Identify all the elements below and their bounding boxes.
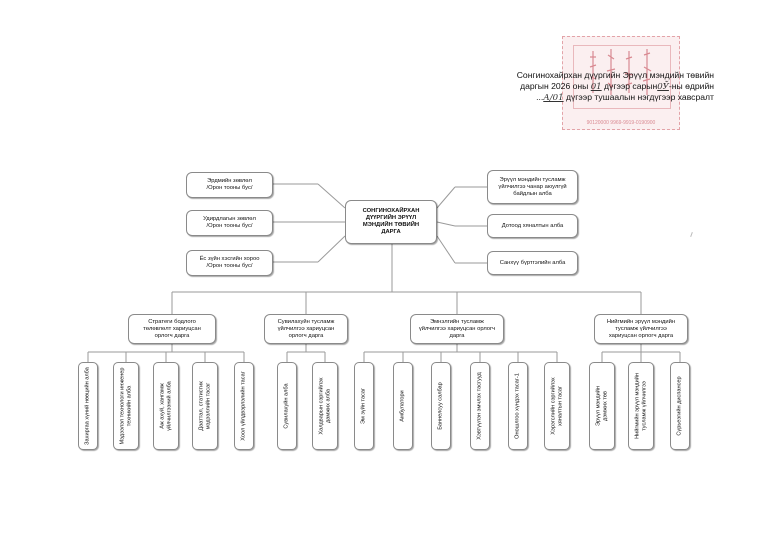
unit-label: Сувилахуйн алба xyxy=(283,383,290,429)
unit-label: Баннелсуу салбар xyxy=(437,382,444,430)
unit-label: Дааттал, статистик xyxy=(198,381,205,431)
box-line: үйлчилгээ чанар аюулгүй xyxy=(498,183,567,190)
unit-box: Хэвтүүлэн эмчлэх тасгууд xyxy=(470,362,490,450)
approval-text: дүгээр тушаалын нэгдүгээр хавсралт xyxy=(563,92,714,103)
approval-text: дүгээр сарын xyxy=(604,80,658,91)
box-line: Санхүү бүртгэлийн алба xyxy=(499,259,566,266)
handwritten-order-number: А/01 xyxy=(543,93,564,104)
box-line: байдлын алба xyxy=(513,190,552,197)
unit-label: хяналтын тасаг xyxy=(557,385,563,427)
stamp-frame xyxy=(573,45,671,109)
unit-label: дэмжих төв xyxy=(602,391,608,421)
approval-text: -ны өдрийн xyxy=(668,80,714,91)
unit-label: Захиргаа хүний нөөцийн алба xyxy=(84,367,91,445)
unit-label: Хэрэгслийн сэргийлэх xyxy=(550,377,557,435)
unit-label: тусламж үйлчилгээ xyxy=(641,381,647,431)
box-line: Нийгмийн эрүүл мэндийн xyxy=(606,318,676,325)
approval-line-2: даргын 2026 оны 01 дүгээр сарын0Ў-ны өдр… xyxy=(454,81,714,93)
box-line: /Орон тооны бус/ xyxy=(206,263,253,269)
handwritten-day: 0Ў xyxy=(657,81,669,92)
director-line: СОНГИНОХАЙРХАН xyxy=(362,208,420,214)
internal-control-unit-box: Дотоод хяналтын алба xyxy=(487,214,578,238)
unit-label: Хоол үйлдвэрлэлийн тасаг xyxy=(240,371,247,441)
stamp-script-graphic xyxy=(589,49,652,95)
unit-label: Эм зүйн тасаг xyxy=(360,387,367,425)
box-line: Стратеги бодлого xyxy=(148,318,196,325)
unit-label: Аж ахуй, хангамж xyxy=(159,383,166,429)
approval-text: даргын 2026 оны xyxy=(520,80,589,91)
box-line: Сувилахуйн тусламж xyxy=(277,318,335,325)
approval-text: ... xyxy=(536,92,544,103)
finance-accounting-unit-box: Санхүү бүртгэлийн алба xyxy=(487,251,578,275)
box-line: орлогч дарга xyxy=(154,332,190,339)
official-stamp: 90120000 9969-9919-0190900 xyxy=(562,36,680,130)
unit-label: Мэдээлэл технологи инженер xyxy=(119,367,126,445)
unit-label: Сүрьеэгийн диспансер xyxy=(676,376,683,436)
unit-box: Хоол үйлдвэрлэлийн тасаг xyxy=(234,362,254,450)
unit-box: Оношлгоо хүндэх тасаг-1 xyxy=(508,362,528,450)
director-line: ДҮҮРГИЙН ЭРҮҮЛ xyxy=(365,215,417,221)
ethics-committee-box: Ёс зүйн хэсгийн хороо/Орон тооны бус/ xyxy=(186,250,273,276)
box-line: Эмнэлгийн тусламж xyxy=(430,318,484,325)
unit-label: Амбулатори xyxy=(399,390,406,422)
approval-line-3: ...А/01 дүгээр тушаалын нэгдүгээр хавсра… xyxy=(454,92,714,104)
box-line: Эрдмийн зөвлөл xyxy=(207,178,252,184)
handwritten-month: 01 xyxy=(590,81,602,92)
unit-label: техникийн алба xyxy=(126,385,132,427)
unit-label: Оношлгоо хүндэх тасаг-1 xyxy=(514,373,521,439)
box-line: үйлчилгээ хариуцсан орлогч xyxy=(418,325,496,332)
unit-label: Халдварын сэргийлэх xyxy=(318,377,325,435)
management-council-box: Удирдлагын зөвлөл/Орон тооны бус/ xyxy=(186,210,273,236)
director-line: ДАРГА xyxy=(381,229,401,235)
approval-note: Сонгинохайрхан дүүргийн Эрүүл мэндийн тө… xyxy=(454,70,714,104)
academic-council-box: Эрдмийн зөвлөл/Орон тооны бус/ xyxy=(186,172,273,198)
box-line: орлогч дарга xyxy=(288,332,324,339)
box-line: үйлчилгээ хариуцсан xyxy=(277,325,335,332)
stamp-code: 90120000 9969-9919-0190900 xyxy=(586,120,656,126)
box-line: хариуцсан орлогч дарга xyxy=(608,332,674,339)
box-line: тусламж үйлчилгээ xyxy=(615,325,667,332)
director-label: СОНГИНОХАЙРХАН ДҮҮРГИЙН ЭРҮҮЛ МЭНДИЙН ТӨ… xyxy=(363,208,420,236)
unit-label: үйлчилгээний алба xyxy=(166,381,172,431)
approval-line-1: Сонгинохайрхан дүүргийн Эрүүл мэндийн тө… xyxy=(516,70,714,80)
box-line: Удирдлагын зөвлөл xyxy=(203,216,256,222)
box-line: Ёс зүйн хэсгийн хороо xyxy=(199,256,260,262)
box-line: /Орон тооны бус/ xyxy=(206,185,253,191)
unit-box: Баннелсуу салбар xyxy=(431,362,451,450)
box-line: /Орон тооны бус/ xyxy=(206,223,253,229)
unit-label: Эрүүл мэндийн xyxy=(595,386,602,426)
box-line: дарга xyxy=(449,332,465,339)
unit-label: дамжих алба xyxy=(325,389,331,423)
box-line: төлөвлөлт хариуцсан xyxy=(143,325,201,332)
box-line: Дотоод хяналтын алба xyxy=(501,222,564,229)
unit-label: Хэвтүүлэн эмчлэх тасгууд xyxy=(476,372,483,440)
unit-label: мэдээллийн тасаг xyxy=(205,382,211,430)
unit-box: Сувилахуйн алба xyxy=(277,362,297,450)
unit-box: Амбулатори xyxy=(393,362,413,450)
unit-box: Сүрьеэгийн диспансер xyxy=(670,362,690,450)
box-line: Эрүүл мэндийн тусламж xyxy=(499,176,566,183)
director-line: МЭНДИЙН ТӨВИЙН xyxy=(362,222,420,228)
unit-box: Эм зүйн тасаг xyxy=(354,362,374,450)
unit-box: Захиргаа хүний нөөцийн алба xyxy=(78,362,98,450)
unit-label: Нийгмийн эрүүл мэндийн xyxy=(634,373,641,439)
director-box: СОНГИНОХАЙРХАН ДҮҮРГИЙН ЭРҮҮЛ МЭНДИЙН ТӨ… xyxy=(345,200,437,244)
